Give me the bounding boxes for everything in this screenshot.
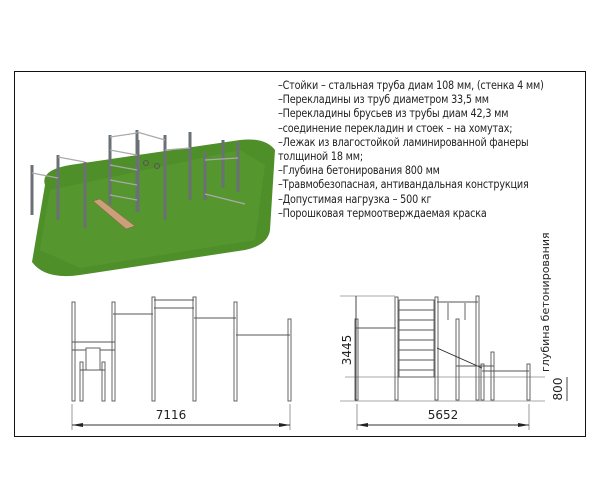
drawing-frame [14,71,586,437]
side-width-dimension: 5652 [428,408,459,422]
bench-board [92,198,136,230]
spec-line: –Глубина бетонирования 800 мм [278,164,440,178]
depth-label-text: глубина бетонирования [539,232,552,372]
spec-line: –Допустимая нагрузка – 500 кг [278,192,432,206]
spec-line: –Перекладины из труб диаметром 33,5 мм [278,93,489,107]
front-view [71,296,292,430]
front-width-dimension: 7116 [156,408,187,422]
spec-line: –Порошковая термоотверждаемая краска [278,206,487,220]
specifications-list: –Стойки – стальная труба диам 108 мм, (с… [278,79,588,221]
depth-dimension: 800 [551,378,565,401]
height-dimension: 3445 [340,335,354,366]
spec-line: толщиной 18 мм; [278,150,363,164]
spec-line: –Стойки – стальная труба диам 108 мм, (с… [278,79,544,92]
depth-label: глубина бетонирования [539,232,552,372]
spec-line: –соединение перекладин и стоек – на хому… [278,121,513,135]
spec-line: –Травмобезопасная, антивандальная констр… [278,178,529,192]
side-view [340,295,568,430]
spec-line: –Лежак из влагостойкой ламинированной фа… [278,135,529,149]
spec-line: –Перекладины брусьев из трубы диам 42,3 … [278,107,509,121]
